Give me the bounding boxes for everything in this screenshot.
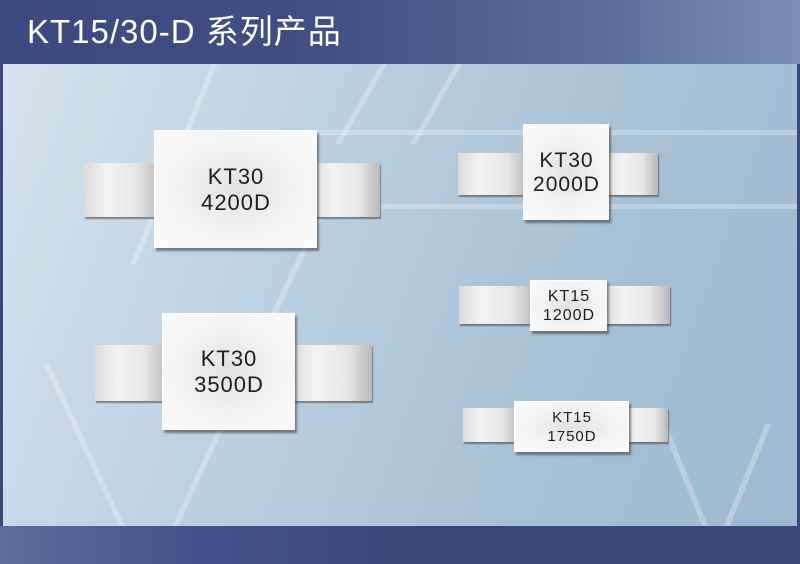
chip-model: 3500D <box>194 372 264 397</box>
chip-lead-left <box>84 163 160 217</box>
chip-body: KT30 4200D <box>154 130 317 248</box>
chip-lead-left <box>95 345 167 401</box>
chip-series: KT30 <box>200 346 258 371</box>
chip-series: KT15 <box>547 288 591 305</box>
chip-series: KT15 <box>552 409 592 426</box>
header-bar: KT15/30-D 系列产品 <box>0 0 800 64</box>
bg-line <box>720 424 772 526</box>
chip-body: KT30 3500D <box>162 313 295 430</box>
chip-lead-right <box>606 153 658 195</box>
chip-lead-left <box>459 286 535 324</box>
footer-bar <box>0 526 800 564</box>
chip-lead-right <box>604 286 670 324</box>
chip-lead-right <box>312 163 380 217</box>
chip-lead-right <box>292 345 372 401</box>
chip-lead-left <box>458 153 528 195</box>
page-title: KT15/30-D 系列产品 <box>27 13 342 50</box>
chip-model: 1200D <box>542 307 596 324</box>
product-panel <box>3 64 797 526</box>
chip-lead-right <box>624 408 668 442</box>
chip-body: KT15 1200D <box>530 280 607 331</box>
bg-line <box>239 130 797 135</box>
chip-series: KT30 <box>539 148 594 172</box>
chip-model: 2000D <box>533 172 600 196</box>
chip-series: KT30 <box>207 163 265 189</box>
chip-body: KT15 1750D <box>514 401 629 452</box>
chip-model: 4200D <box>201 189 271 215</box>
bg-line <box>660 424 712 526</box>
chip-lead-left <box>463 408 519 442</box>
chip-model: 1750D <box>547 428 597 445</box>
chip-body: KT30 2000D <box>523 124 609 220</box>
